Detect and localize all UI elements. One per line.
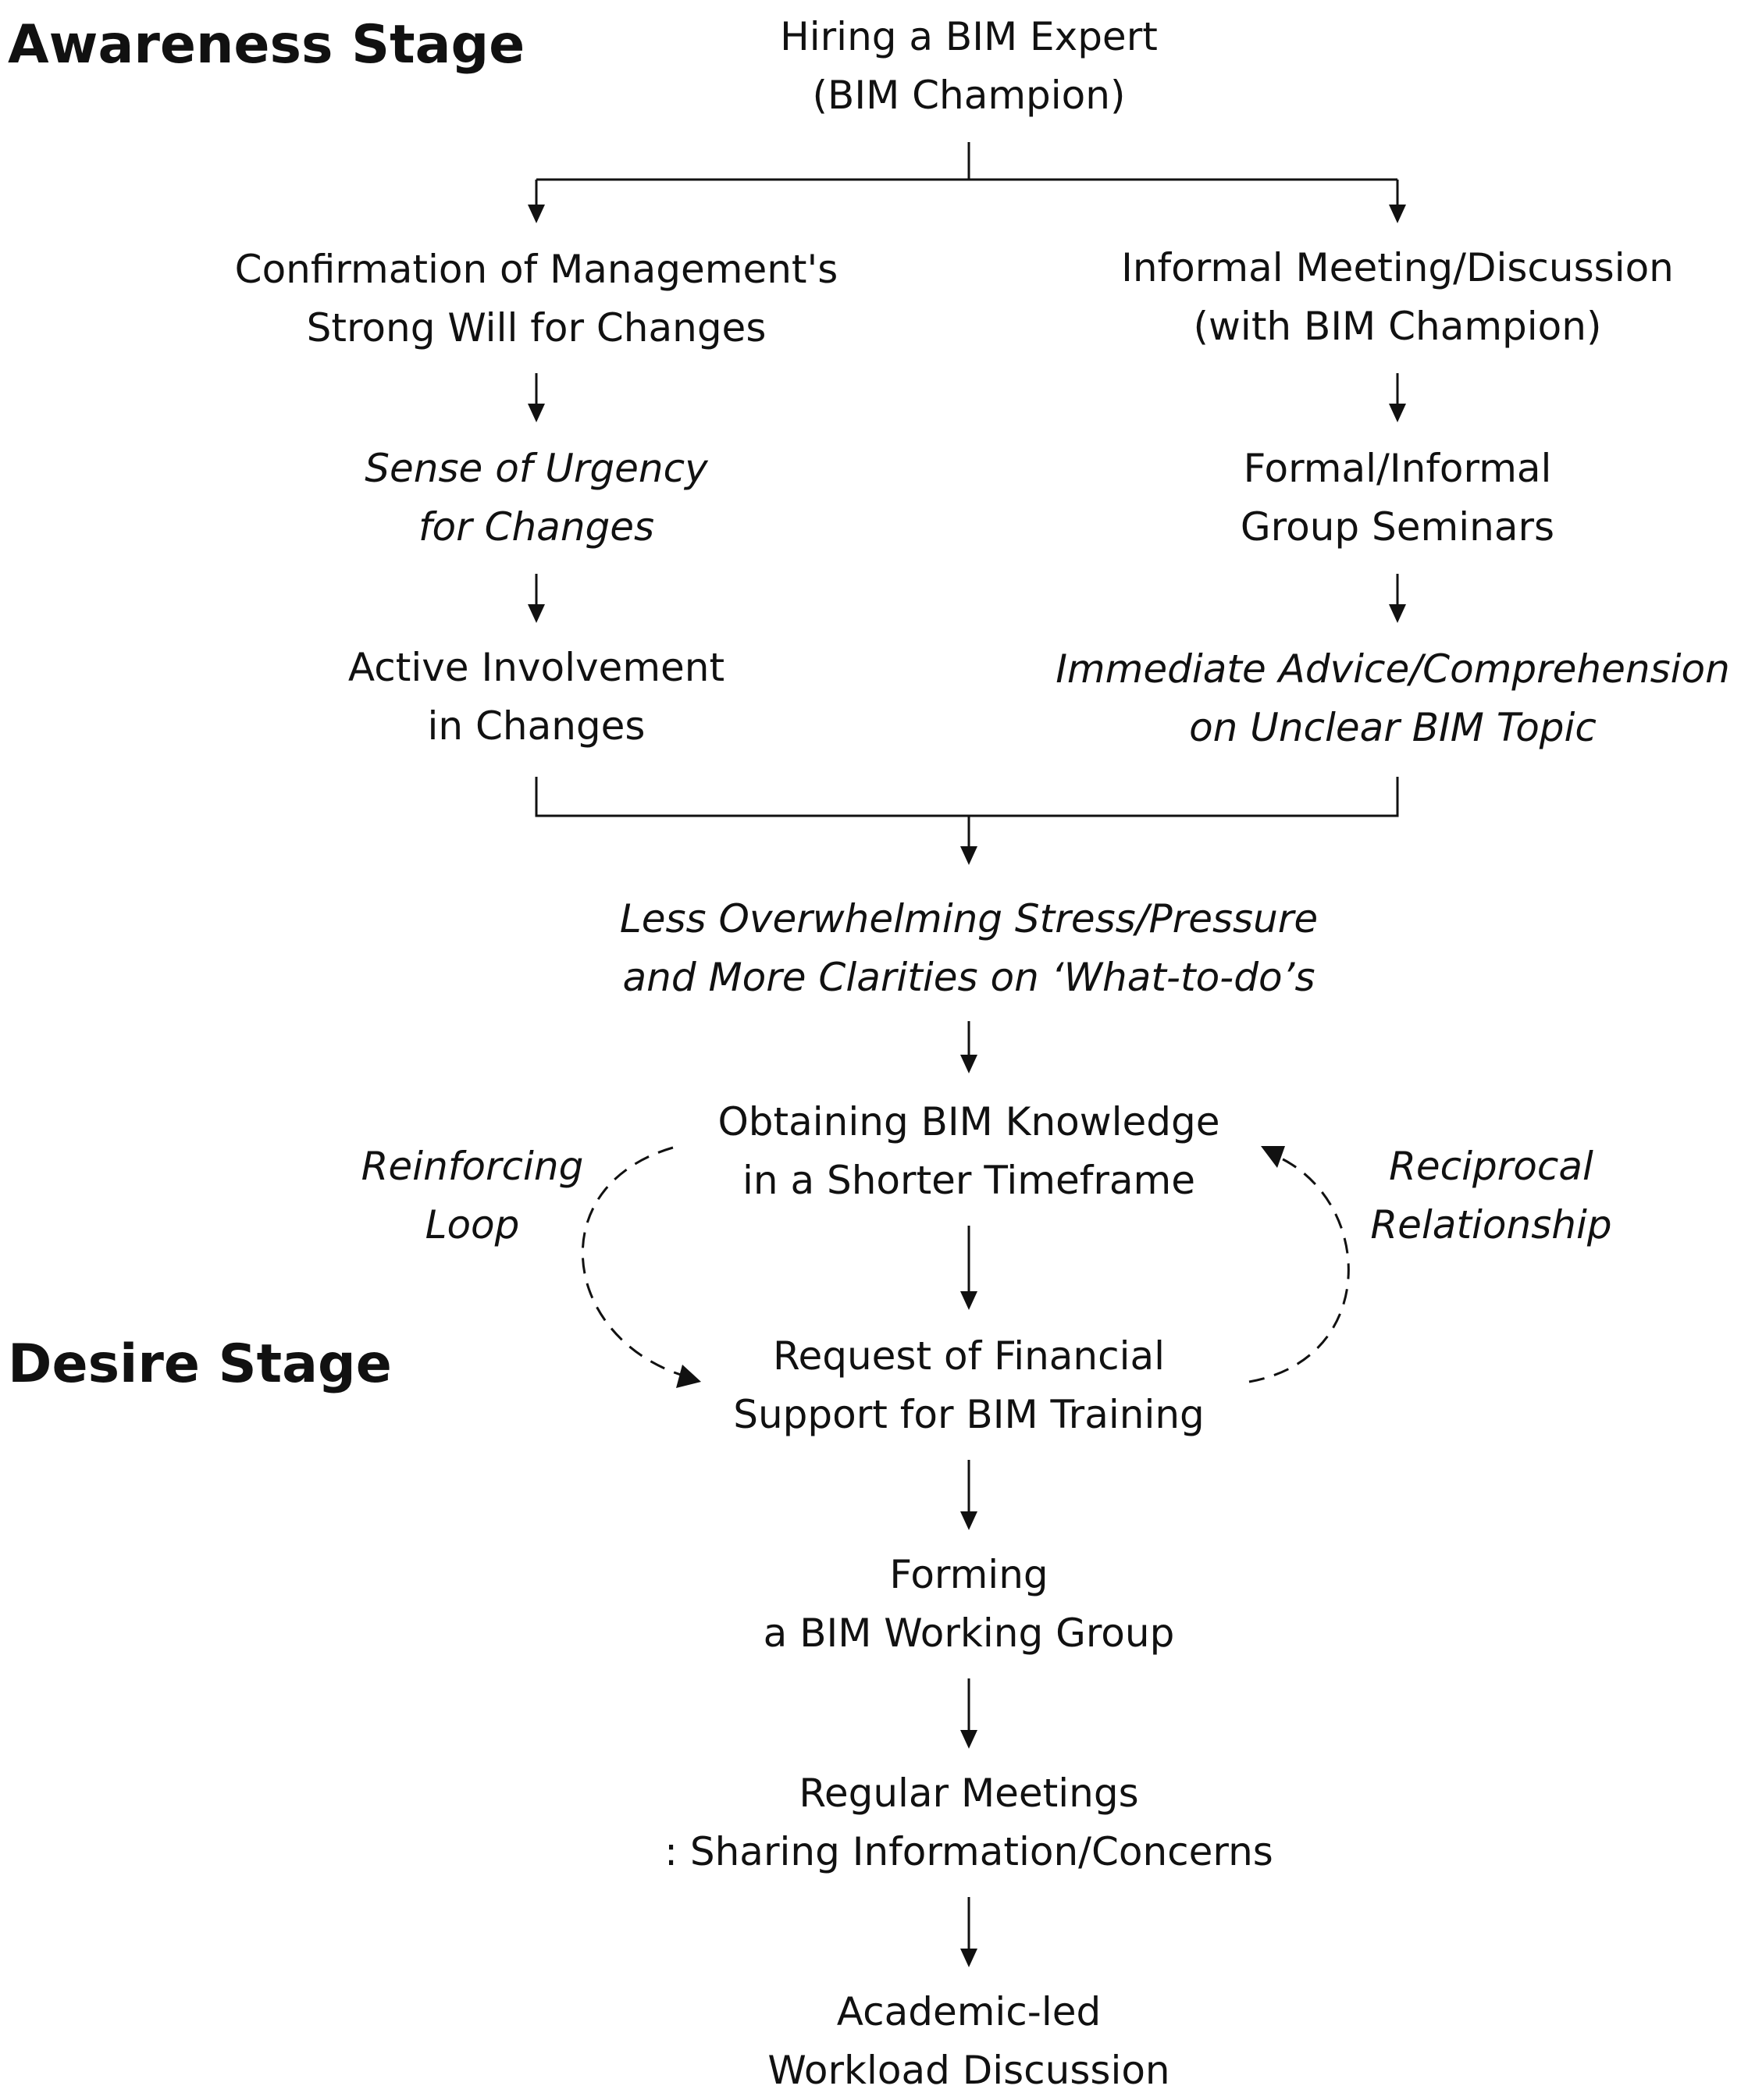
node-financial-line2: Support for BIM Training: [733, 1392, 1205, 1437]
node-involvement-line1: Active Involvement: [347, 645, 725, 690]
node-working-group-line1: Forming: [889, 1552, 1048, 1597]
arrowhead-reciprocal-relationship: [1261, 1146, 1285, 1168]
reciprocal-line1: Reciprocal: [1389, 1144, 1593, 1189]
arrowhead-merge: [960, 846, 977, 865]
arrowhead-reinforcing-loop: [676, 1365, 701, 1388]
reciprocal-relationship-label: Reciprocal Relationship: [1335, 1137, 1647, 1255]
node-knowledge-line2: in a Shorter Timeframe: [742, 1158, 1196, 1203]
reciprocal-line2: Relationship: [1370, 1202, 1612, 1248]
node-confirmation-line1: Confirmation of Management's: [234, 247, 838, 292]
node-less-stress-line2: and More Clarities on ‘What-to-do’s: [622, 955, 1315, 1000]
node-regular-meetings: Regular Meetings : Sharing Information/C…: [618, 1764, 1320, 1881]
node-involvement-line2: in Changes: [427, 703, 646, 749]
node-obtaining-knowledge: Obtaining BIM Knowledge in a Shorter Tim…: [657, 1093, 1281, 1210]
arrowhead-urgency-involvement: [528, 604, 545, 623]
node-knowledge-line1: Obtaining BIM Knowledge: [717, 1099, 1220, 1144]
node-informal-meeting-line2: (with BIM Champion): [1193, 304, 1602, 349]
node-urgency-line1: Sense of Urgency: [365, 446, 708, 491]
node-group-seminars: Formal/Informal Group Seminars: [1124, 440, 1671, 557]
node-confirmation-management: Confirmation of Management's Strong Will…: [185, 240, 888, 358]
arrowhead-group-meetings: [960, 1730, 977, 1749]
reciprocal-relationship-arrow: [1248, 1152, 1350, 1383]
arrowhead-stress-knowledge: [960, 1055, 977, 1073]
arrowhead-split-left: [528, 205, 545, 223]
node-hiring-line1: Hiring a BIM Expert: [780, 14, 1158, 59]
node-hiring-bim-expert: Hiring a BIM Expert (BIM Champion): [657, 8, 1281, 125]
node-financial-support: Request of Financial Support for BIM Tra…: [657, 1327, 1281, 1444]
node-active-involvement: Active Involvement in Changes: [263, 639, 810, 756]
connector-hiring-split: [536, 142, 1397, 181]
node-confirmation-line2: Strong Will for Changes: [306, 305, 767, 351]
node-meetings-line1: Regular Meetings: [799, 1771, 1139, 1816]
node-less-stress-line1: Less Overwhelming Stress/Pressure: [619, 896, 1319, 941]
node-workload-discussion: Academic-led Workload Discussion: [657, 1983, 1281, 2100]
node-advice-line1: Immediate Advice/Comprehension: [1056, 646, 1730, 692]
arrowhead-meetings-workload: [960, 1949, 977, 1967]
awareness-stage-label: Awareness Stage: [8, 14, 525, 76]
node-informal-meeting: Informal Meeting/Discussion (with BIM Ch…: [1062, 239, 1733, 356]
reinforcing-loop-label: Reinforcing Loop: [316, 1137, 628, 1255]
reinforcing-line1: Reinforcing: [361, 1144, 584, 1189]
arrowhead-meeting-seminars: [1389, 404, 1406, 422]
node-seminars-line1: Formal/Informal: [1243, 446, 1552, 491]
node-sense-of-urgency: Sense of Urgency for Changes: [263, 440, 810, 557]
desire-stage-label: Desire Stage: [8, 1333, 392, 1395]
arrowhead-knowledge-financial: [960, 1291, 977, 1310]
node-seminars-line2: Group Seminars: [1240, 504, 1555, 550]
connector-merge: [535, 777, 1399, 851]
node-hiring-line2: (BIM Champion): [812, 73, 1126, 118]
node-working-group: Forming a BIM Working Group: [657, 1546, 1281, 1663]
arrowhead-confirmation-urgency: [528, 404, 545, 422]
arrowhead-financial-group: [960, 1511, 977, 1530]
node-workload-line1: Academic-led: [836, 1989, 1102, 2034]
arrowhead-split-right: [1389, 205, 1406, 223]
reinforcing-line2: Loop: [425, 1202, 520, 1248]
reinforcing-loop-arrow: [581, 1146, 692, 1379]
node-informal-meeting-line1: Informal Meeting/Discussion: [1121, 245, 1674, 290]
node-urgency-line2: for Changes: [418, 504, 655, 550]
node-immediate-advice: Immediate Advice/Comprehension on Unclea…: [1038, 640, 1748, 757]
node-advice-line2: on Unclear BIM Topic: [1189, 705, 1597, 750]
node-workload-line2: Workload Discussion: [767, 2048, 1170, 2093]
node-financial-line1: Request of Financial: [772, 1333, 1166, 1379]
node-less-stress: Less Overwhelming Stress/Pressure and Mo…: [579, 890, 1359, 1007]
arrowhead-seminars-advice: [1389, 604, 1406, 623]
node-meetings-line2: : Sharing Information/Concerns: [664, 1829, 1273, 1874]
node-working-group-line2: a BIM Working Group: [763, 1611, 1175, 1656]
